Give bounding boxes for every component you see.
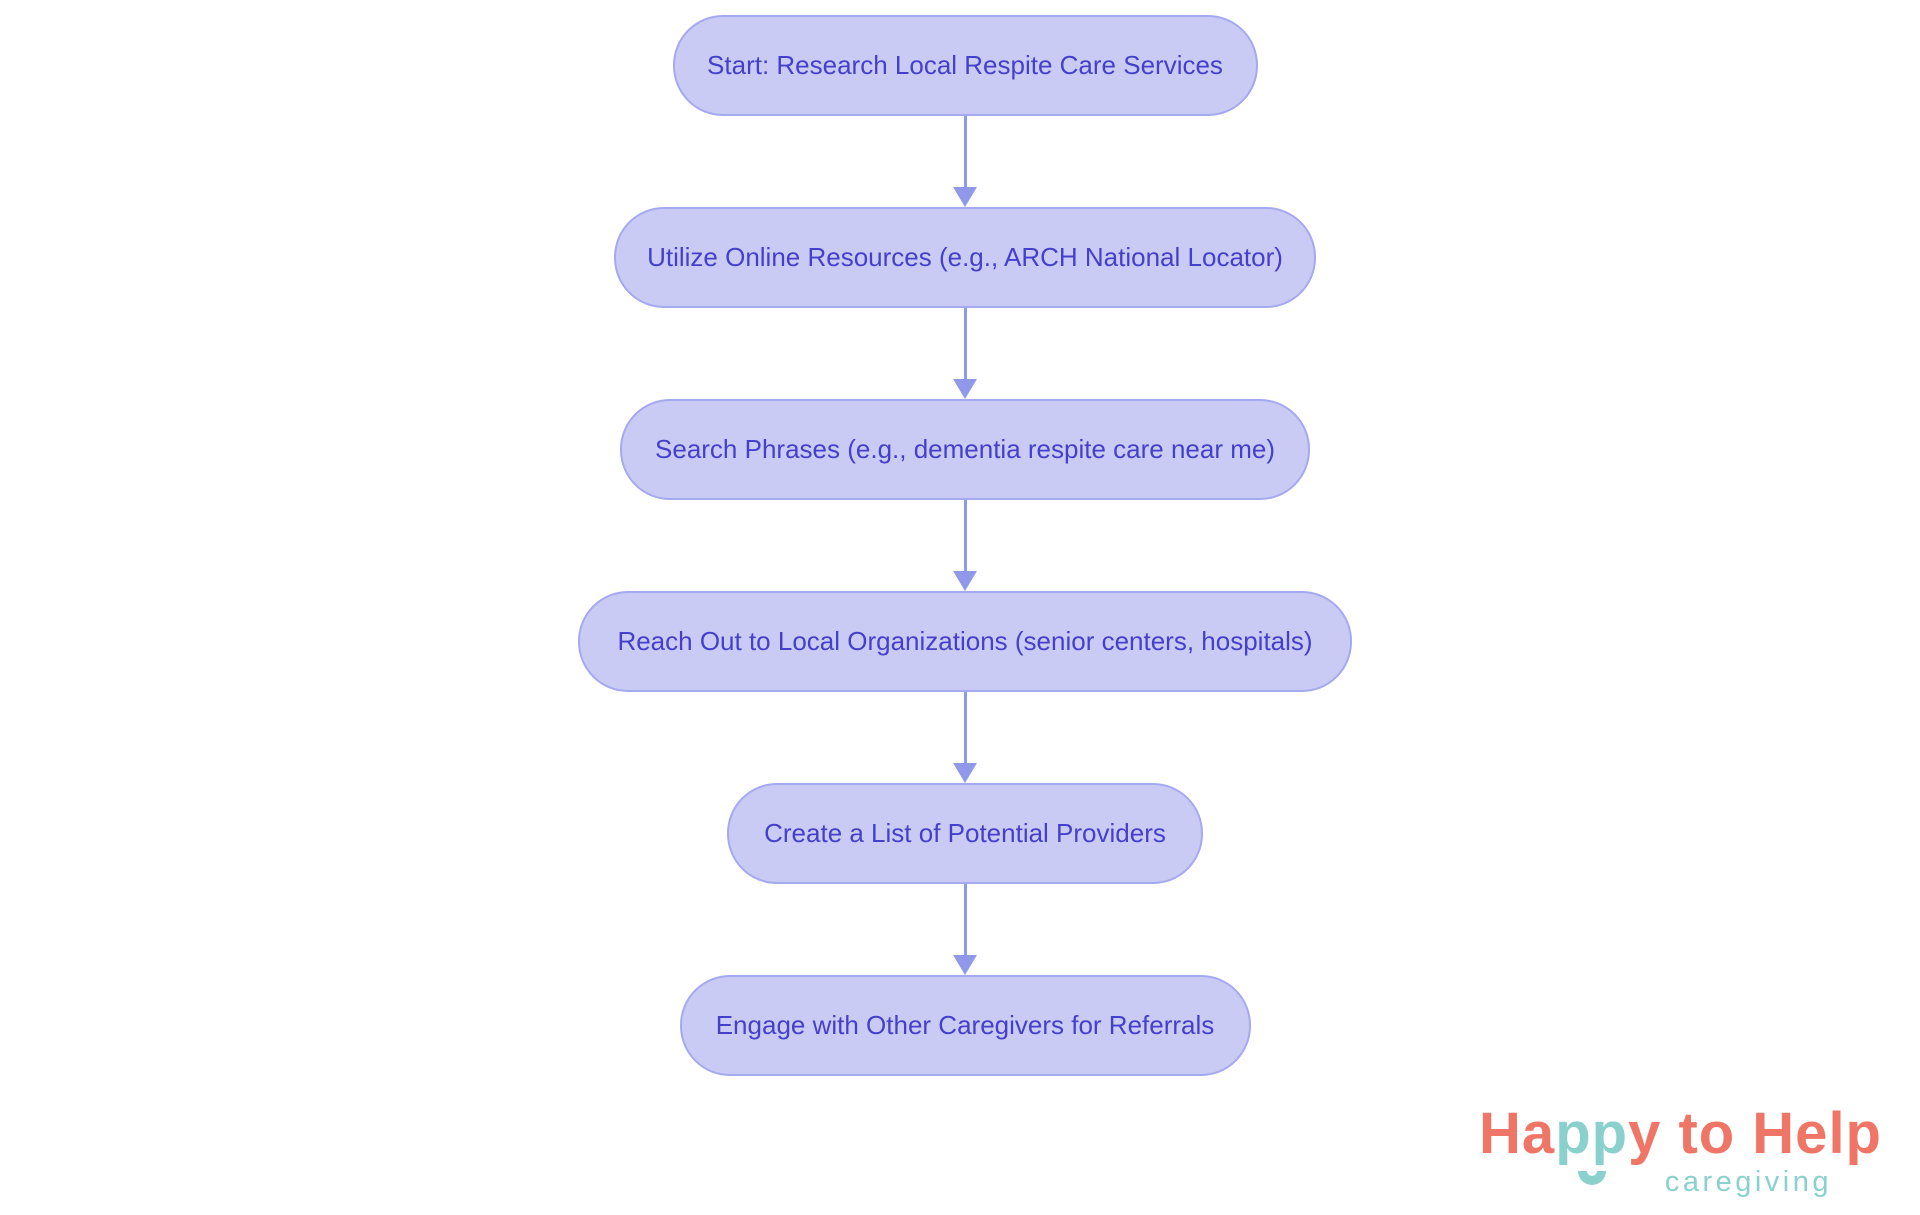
arrow-shaft	[963, 884, 967, 955]
arrowhead-down-icon	[953, 955, 977, 975]
arrow-shaft	[963, 500, 967, 571]
flow-node-label: Reach Out to Local Organizations (senior…	[617, 626, 1313, 656]
logo-text-y: y	[1628, 1101, 1662, 1166]
logo-pp-letters: pp	[1555, 1101, 1629, 1166]
flow-node-label: Create a List of Potential Providers	[764, 818, 1166, 848]
arrow-shaft	[963, 116, 967, 187]
flow-arrow-3-4	[953, 692, 977, 783]
flow-node-online-resources: Utilize Online Resources (e.g., ARCH Nat…	[614, 207, 1316, 308]
flow-node-label: Start: Research Local Respite Care Servi…	[707, 50, 1223, 80]
flow-arrow-4-5	[953, 884, 977, 975]
flow-node-label: Engage with Other Caregivers for Referra…	[715, 1010, 1215, 1040]
flow-node-caregiver-referrals: Engage with Other Caregivers for Referra…	[679, 975, 1251, 1076]
arrow-shaft	[963, 692, 967, 763]
flow-node-label: Utilize Online Resources (e.g., ARCH Nat…	[647, 242, 1283, 272]
flow-node-local-organizations: Reach Out to Local Organizations (senior…	[578, 591, 1352, 692]
flowchart: Start: Research Local Respite Care Servi…	[578, 15, 1352, 1076]
flow-node-search-phrases: Search Phrases (e.g., dementia respite c…	[620, 399, 1310, 500]
flow-arrow-2-3	[953, 500, 977, 591]
arrowhead-down-icon	[953, 571, 977, 591]
logo-text-ha: Ha	[1479, 1101, 1556, 1166]
flow-arrow-0-1	[953, 116, 977, 207]
arrowhead-down-icon	[953, 763, 977, 783]
logo-text-to-help: to Help	[1661, 1101, 1882, 1166]
arrowhead-down-icon	[953, 379, 977, 399]
logo-subtitle: caregiving	[1664, 1166, 1832, 1198]
flow-node-label: Search Phrases (e.g., dementia respite c…	[655, 434, 1275, 464]
flow-node-start: Start: Research Local Respite Care Servi…	[672, 15, 1258, 116]
smile-icon	[1577, 1171, 1606, 1185]
logo-text-pp: pp	[1555, 1105, 1628, 1185]
flow-arrow-1-2	[953, 308, 977, 399]
flow-node-provider-list: Create a List of Potential Providers	[727, 783, 1203, 884]
arrowhead-down-icon	[953, 187, 977, 207]
arrow-shaft	[963, 308, 967, 379]
